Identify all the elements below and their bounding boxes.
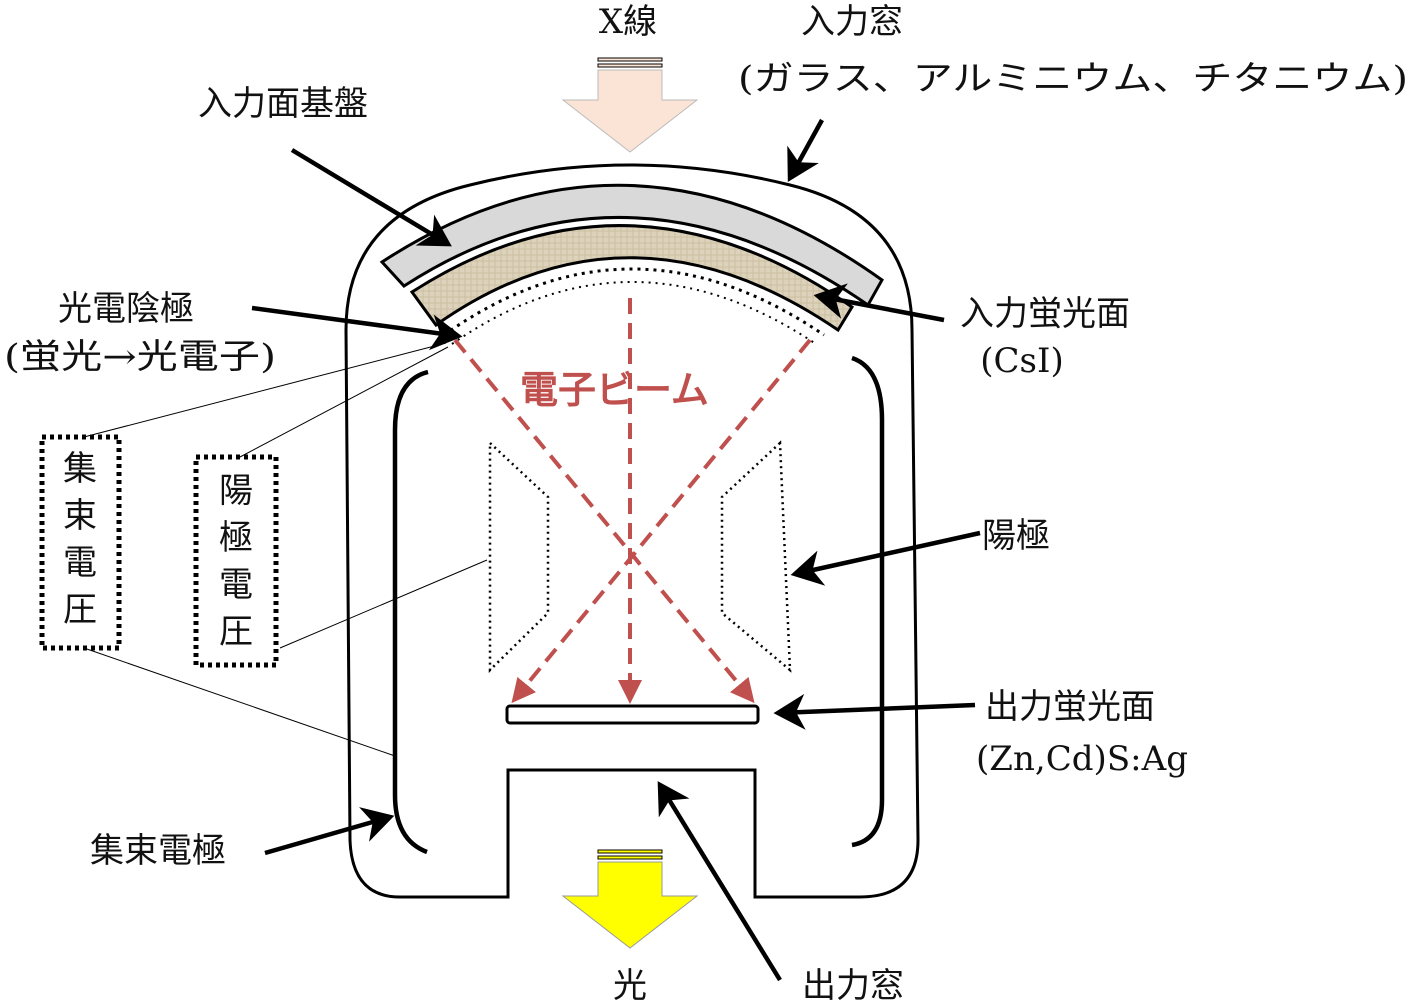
- light-arrow: [561, 849, 699, 949]
- label-input-window: 入力窓: [801, 2, 903, 42]
- label-focus-voltage-3: 電: [63, 543, 97, 583]
- anode-left: [488, 440, 550, 673]
- tube-envelope: [344, 163, 920, 899]
- anode-voltage-box: [193, 454, 279, 668]
- label-anode-voltage-3: 電: [219, 565, 253, 605]
- focusing-electrode-right: [851, 355, 885, 848]
- label-input-window-materials: (ガラス、アルミニウム、チタニウム): [738, 59, 1408, 99]
- anode-right: [720, 440, 792, 673]
- label-photocathode-note: (蛍光→光電子): [4, 337, 276, 377]
- label-focusing-electrode: 集束電極: [90, 831, 226, 871]
- label-output-window: 出力窓: [802, 966, 904, 1006]
- wire-anode-bottom: [279, 559, 488, 649]
- arrow-anode: [790, 530, 981, 586]
- label-focus-voltage-1: 集: [63, 449, 97, 489]
- output-phosphor: [505, 704, 760, 725]
- label-xray: X線: [599, 2, 657, 42]
- label-anode-voltage-4: 圧: [219, 612, 253, 652]
- label-input-phosphor-material: (CsI): [980, 341, 1063, 381]
- label-photocathode: 光電陰極: [58, 289, 194, 329]
- electron-beam-left: [453, 338, 755, 704]
- wire-focus-top: [83, 342, 447, 438]
- electron-beam-right: [511, 338, 812, 704]
- label-anode: 陽極: [982, 516, 1050, 556]
- label-input-substrate: 入力面基盤: [198, 84, 368, 124]
- label-electron-beam: 電子ビーム: [520, 367, 709, 412]
- focusing-electrode-left: [392, 369, 429, 855]
- arrow-focusing-electrode: [264, 807, 395, 856]
- label-output-phosphor-material: (Zn,Cd)S:Ag: [976, 739, 1188, 779]
- label-focus-voltage-4: 圧: [63, 590, 97, 630]
- arrow-input-substrate: [290, 148, 452, 247]
- label-input-phosphor: 入力蛍光面: [960, 294, 1130, 334]
- arrow-output-window: [657, 781, 782, 982]
- arrow-output-phosphor: [773, 693, 976, 730]
- label-output-phosphor: 出力蛍光面: [985, 687, 1155, 727]
- wire-focus-bottom: [83, 647, 396, 757]
- label-anode-voltage-2: 極: [219, 518, 253, 558]
- arrow-input-phosphor: [813, 283, 945, 323]
- arrow-input-window: [787, 118, 824, 182]
- label-focus-voltage-2: 束: [63, 496, 97, 536]
- label-light: 光: [613, 966, 647, 1006]
- label-anode-voltage-1: 陽: [219, 471, 253, 511]
- input-substrate: [379, 183, 884, 308]
- photocathode-dotted: [443, 267, 825, 337]
- wire-anode-top: [239, 346, 449, 458]
- photocathode-dotted-inner: [451, 281, 817, 345]
- xray-arrow: [561, 57, 699, 153]
- arrow-photocathode: [251, 305, 463, 351]
